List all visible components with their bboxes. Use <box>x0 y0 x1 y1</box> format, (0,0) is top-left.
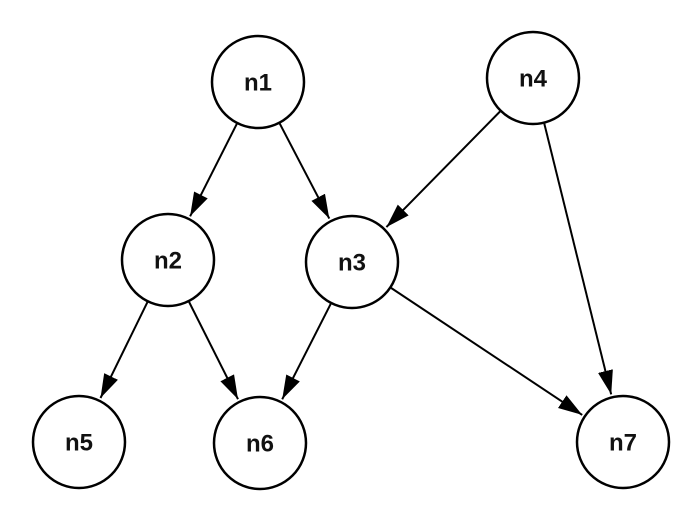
node-n1: n1 <box>210 34 306 130</box>
edge-n1-n2 <box>189 123 238 217</box>
node-circle-n6 <box>212 395 308 491</box>
edge-n3-n7 <box>390 287 583 416</box>
node-label-n5: n5 <box>65 429 93 456</box>
node-n5: n5 <box>31 394 127 490</box>
edge-n4-n7 <box>543 123 613 395</box>
edge-n2-n5 <box>99 301 149 399</box>
node-circle-n2 <box>120 212 216 308</box>
node-label-n4: n4 <box>519 65 548 92</box>
node-n2: n2 <box>120 212 216 308</box>
nodes-layer: n1 n2 n3 n4 n5 n6 n7 <box>31 30 671 491</box>
edge-n2-n6 <box>188 301 239 400</box>
edge-n4-n3 <box>385 110 501 228</box>
node-circle-n5 <box>31 394 127 490</box>
node-n3: n3 <box>304 214 400 310</box>
node-label-n7: n7 <box>609 429 637 456</box>
node-label-n3: n3 <box>338 249 366 276</box>
node-label-n6: n6 <box>246 430 274 457</box>
node-circle-n3 <box>304 214 400 310</box>
node-label-n1: n1 <box>244 69 272 96</box>
edge-n3-n6 <box>281 303 332 400</box>
node-n7: n7 <box>575 394 671 490</box>
node-n6: n6 <box>212 395 308 491</box>
node-label-n2: n2 <box>154 247 182 274</box>
edge-n1-n3 <box>278 123 331 220</box>
edges-layer <box>99 110 613 416</box>
node-circle-n7 <box>575 394 671 490</box>
node-circle-n1 <box>210 34 306 130</box>
node-circle-n4 <box>485 30 581 126</box>
node-n4: n4 <box>485 30 581 126</box>
